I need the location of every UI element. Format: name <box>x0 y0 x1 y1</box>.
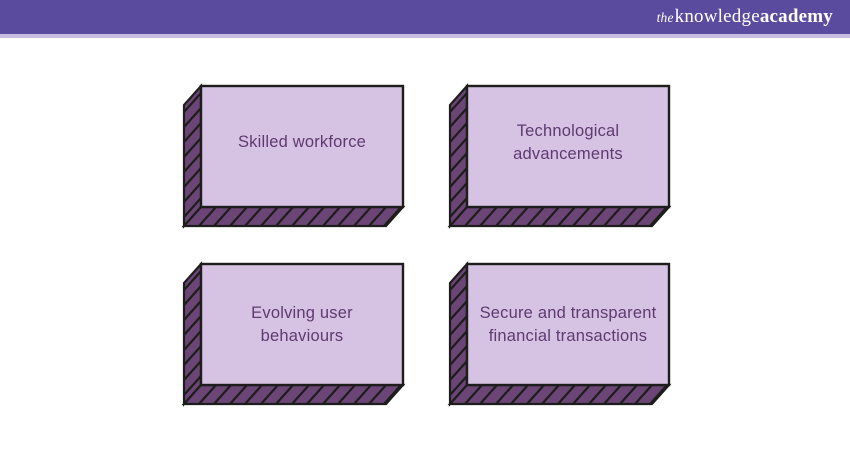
box-label: Evolving user behaviours <box>201 264 403 385</box>
logo-knowledge: knowledge <box>674 6 760 27</box>
box-skilled-workforce: Skilled workforce <box>182 82 407 230</box>
box-label: Skilled workforce <box>201 82 403 203</box>
logo-the: the <box>656 10 674 25</box>
box-label-text: Technological advancements <box>513 121 623 163</box>
box-secure-transparent-transactions: Secure and transparent financial transac… <box>448 262 673 408</box>
box-label-text: Secure and transparent financial transac… <box>479 303 657 345</box>
logo-academy: academy <box>759 6 833 27</box>
box-evolving-user-behaviours: Evolving user behaviours <box>182 262 407 408</box>
header-accent-strip <box>0 34 850 38</box>
box-label: Technological advancements <box>467 82 669 203</box>
header-bar: theknowledgeacademy <box>0 0 850 34</box>
box-label-text: Skilled workforce <box>237 133 367 151</box>
box-label: Secure and transparent financial transac… <box>467 264 669 385</box>
box-technological-advancements: Technological advancements <box>448 82 673 230</box>
box-label-text: Evolving user behaviours <box>251 303 353 345</box>
brand-logo: theknowledgeacademy <box>657 6 833 28</box>
